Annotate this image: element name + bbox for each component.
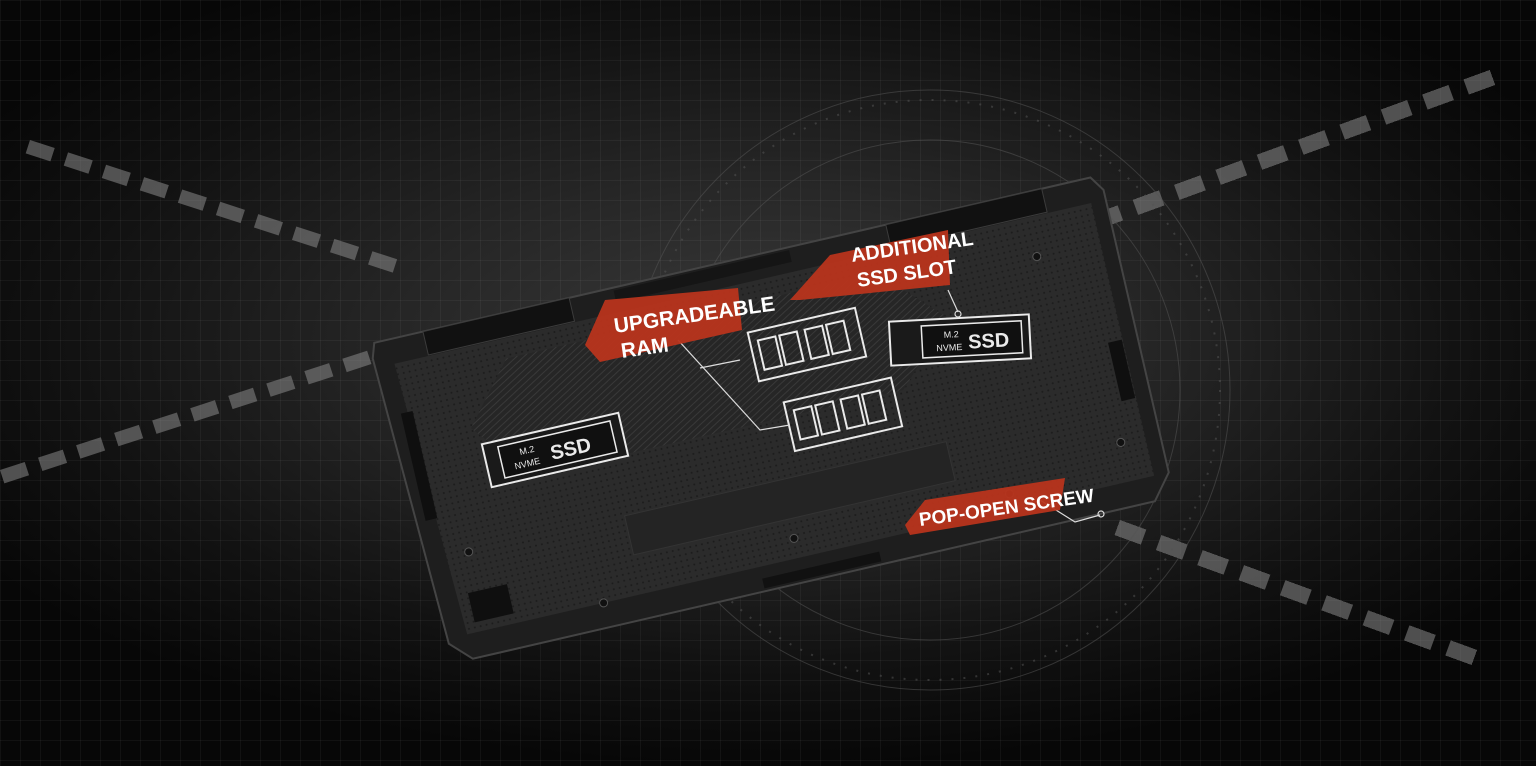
callout-upgradeable-ram: UPGRADEABLE RAM <box>585 288 776 363</box>
ssd-right-iface: NVME <box>936 342 963 353</box>
ram-module-bottom <box>782 376 904 453</box>
ram-module-top <box>746 306 868 383</box>
hazard-stripe-left <box>0 140 410 484</box>
ssd-left-form: M.2 <box>518 444 535 457</box>
ssd-right-form: M.2 <box>943 329 959 340</box>
ssd-card-right: M.2 NVME SSD <box>887 313 1033 367</box>
laptop-chassis <box>371 176 1170 660</box>
ssd-card-left: M.2 NVME SSD <box>480 411 630 489</box>
ssd-right-kind: SSD <box>968 329 1010 353</box>
